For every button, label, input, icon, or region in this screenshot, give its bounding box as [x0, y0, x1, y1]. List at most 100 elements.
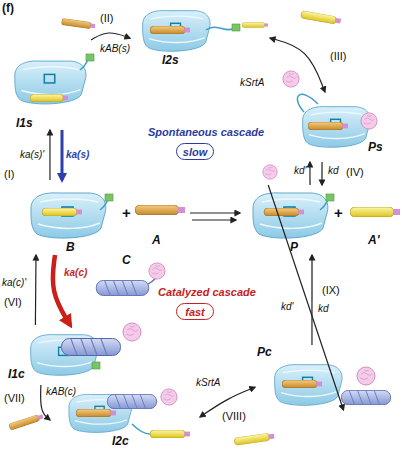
rate-constant: kd — [328, 164, 339, 177]
reaction-arrow — [311, 255, 312, 345]
speed-text: fast — [185, 306, 205, 318]
green-tag — [92, 362, 100, 369]
protein-clamp — [143, 11, 210, 52]
sortase-enzyme — [283, 71, 299, 87]
species-node: B — [20, 180, 120, 255]
catalyst-helix — [62, 339, 121, 356]
species-node: P — [240, 185, 335, 255]
linker — [320, 200, 328, 210]
figure-label: + — [122, 206, 131, 219]
reaction-arrow — [200, 387, 255, 417]
green-tag — [326, 194, 334, 201]
figure-label: (f) — [2, 2, 14, 15]
rate-constant: kSrtA — [196, 376, 220, 389]
rate-constant: kAB(s) — [100, 42, 130, 55]
figure-label: + — [334, 206, 343, 219]
species-label: C — [122, 253, 131, 267]
yellow-peptide — [350, 207, 400, 217]
species-node: Pc — [255, 345, 400, 410]
protein-clamp — [15, 61, 86, 104]
species-label: A' — [368, 233, 380, 247]
rate-constant: ka(c)' — [2, 276, 26, 289]
linker — [132, 424, 150, 434]
yellow-peptide — [242, 22, 268, 27]
orange-peptide — [150, 26, 190, 34]
species-label: I2c — [112, 434, 129, 448]
figure-label: (IV) — [346, 166, 364, 179]
yellow-peptide — [30, 94, 68, 102]
figure-label: (I) — [4, 168, 14, 181]
species-label: P — [290, 240, 298, 254]
reaction-arrow — [192, 219, 236, 220]
species-node: A' — [340, 195, 405, 255]
yellow-peptide — [42, 208, 82, 216]
rate-constant: ka(s) — [66, 148, 89, 161]
reaction-arrow — [35, 255, 37, 325]
rate-constant: kd' — [294, 164, 306, 177]
protein-clamp — [253, 193, 328, 238]
orange-peptide — [61, 18, 96, 29]
sortase-enzyme — [357, 367, 375, 385]
reaction-arrow — [61, 130, 64, 180]
species-node: Ps — [290, 92, 395, 162]
reaction-arrow — [91, 33, 130, 40]
rate-constant: ka(s)' — [20, 148, 44, 161]
species-node: C — [80, 255, 165, 305]
species-label: Pc — [257, 345, 272, 359]
figure-label: Catalyzed cascade — [158, 286, 256, 299]
rate-constant: ka(c) — [64, 266, 87, 279]
linker — [100, 200, 108, 210]
protein-clamp — [31, 193, 106, 238]
orange-peptide — [282, 380, 322, 388]
rate-constant: kSrtA — [240, 76, 264, 89]
species-label: B — [66, 240, 75, 254]
orange-peptide — [76, 409, 116, 417]
linker — [206, 27, 234, 30]
species-node: I1s — [10, 40, 100, 130]
species-node: I2s — [130, 5, 270, 70]
figure-label: Spontaneous cascade — [148, 126, 264, 139]
speed-text: slow — [183, 146, 207, 158]
speed-badge: fast — [176, 303, 214, 320]
figure-label: (VIII) — [222, 410, 246, 423]
protein-clamp — [275, 365, 342, 406]
species-label: I2s — [162, 53, 179, 67]
species-label: I1s — [16, 116, 33, 130]
species-node: A — [130, 195, 190, 255]
green-tag — [105, 194, 113, 201]
reaction-arrow — [321, 162, 322, 185]
reaction-arrow — [309, 162, 310, 185]
species-label: Ps — [368, 140, 383, 154]
orange-peptide — [308, 122, 348, 130]
linker — [80, 60, 88, 70]
sortase-enzyme — [361, 113, 377, 129]
reaction-arrow — [41, 385, 50, 420]
species-label: A — [152, 233, 161, 247]
species-node: I2c — [50, 390, 200, 450]
rate-constant: kd' — [281, 300, 293, 313]
yellow-peptide — [150, 430, 190, 438]
yellow-peptide — [301, 10, 342, 25]
catalyst-helix — [341, 390, 390, 404]
protein-clamp — [303, 107, 370, 148]
figure-label: (III) — [330, 50, 347, 63]
rate-constant: kAB(c) — [46, 385, 76, 398]
green-tag — [232, 24, 240, 31]
reaction-arrow — [270, 38, 325, 92]
rate-constant: kd — [318, 302, 329, 315]
sortase-enzyme — [149, 263, 165, 279]
species-node: I1c — [8, 325, 145, 385]
species-label: I1c — [8, 367, 25, 381]
figure-label: (II) — [100, 12, 113, 25]
orange-peptide — [135, 205, 185, 215]
orange-peptide — [8, 413, 43, 430]
figure-label: (IX) — [322, 284, 340, 297]
reaction-arrow — [49, 130, 50, 180]
reaction-arrow — [190, 212, 240, 213]
sortase-enzyme — [123, 323, 141, 341]
yellow-peptide — [234, 432, 275, 445]
speed-badge: slow — [176, 143, 214, 160]
sortase-enzyme — [263, 165, 277, 179]
